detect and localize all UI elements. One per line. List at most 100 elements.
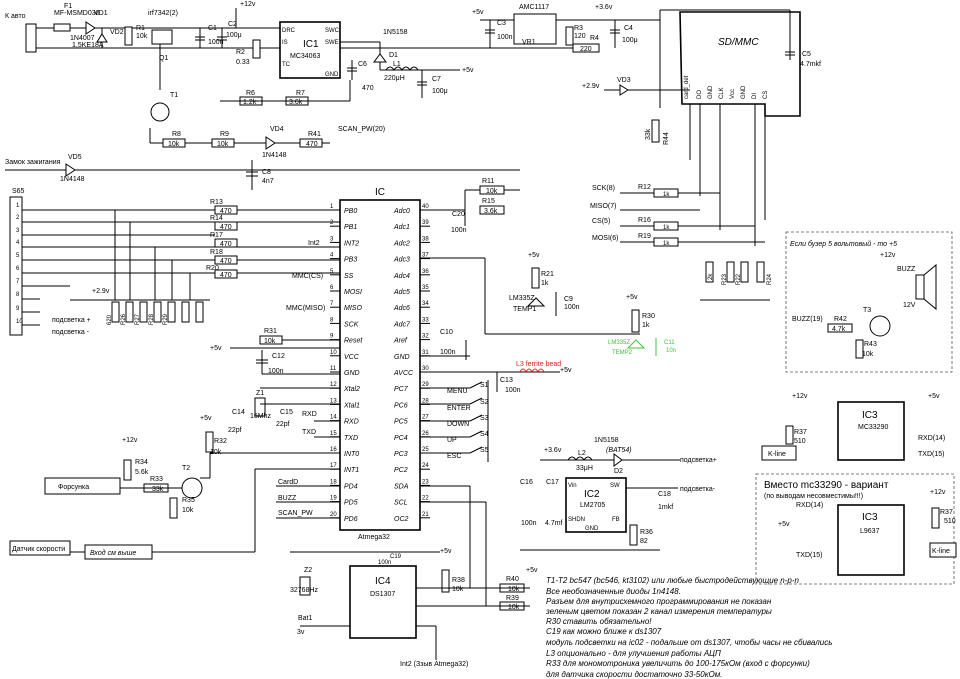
ic2-lm2705: [565, 477, 627, 533]
buttons-group: MENU ENTER DOWN UP ESC S1 S2 S3 S4 S5: [420, 380, 489, 462]
f1-value: MF-MSMD030: [54, 10, 100, 17]
inj-plus5: +5v: [200, 415, 212, 422]
c16-value: 100n: [521, 520, 537, 527]
c12-ref: C12: [272, 353, 285, 360]
adc-plus5: +5v: [528, 252, 540, 259]
s65-backlight-plus: подсветка +: [52, 317, 91, 324]
c16-ref: C16: [520, 479, 533, 486]
d2-ref: D2: [614, 468, 623, 475]
c20-value: 100n: [451, 227, 467, 234]
buzz-label: BUZZ: [278, 495, 297, 502]
mcu-pin-number-6: 6: [330, 285, 334, 291]
mcu-pin-number-1: 1: [330, 204, 334, 210]
s65-name: S65: [12, 188, 25, 195]
mcu-pin-number-21: 21: [422, 512, 429, 518]
s65-pin-5: 5: [16, 253, 20, 259]
s65-pin-3: 3: [16, 228, 20, 234]
r37-value: 510: [794, 438, 806, 445]
r27-ref: R27: [135, 313, 141, 325]
r19-value: 1k: [663, 241, 670, 247]
r44-ref: R44: [663, 132, 670, 145]
resistor-r22: [740, 261, 749, 283]
ldo-section: +5v C3 100n AMC1117 VR1 R3 120 R4 220 +3…: [472, 4, 660, 53]
s65-pin-1: 1: [16, 203, 20, 209]
r44-value: 33k: [645, 128, 652, 140]
r35-value: 10k: [182, 507, 194, 514]
mcu-pin-number-20: 20: [330, 512, 337, 518]
c6-value: 470: [362, 85, 374, 92]
transistor-t1: [150, 102, 170, 122]
l2-ref: L2: [578, 450, 586, 457]
z2-ref: Z2: [304, 567, 312, 574]
s65-connector: S65 1 2 3 4 5 6 7 8 9 10 +2.9v подсветка…: [9, 188, 340, 336]
mcu-pin-label-pb3: PB3: [344, 257, 357, 264]
ic2-name: LM2705: [580, 502, 605, 509]
r4-ref: R4: [590, 35, 599, 42]
btn-down-label: DOWN: [447, 421, 469, 428]
mcu-plus5: +5v: [210, 345, 222, 352]
r36-value: 82: [640, 538, 648, 545]
backlight-plus-out: подсветка+: [680, 457, 717, 464]
r31-ref: R31: [264, 328, 277, 335]
resistor-r14: [214, 221, 238, 231]
sd-pin-gnd2: GND: [741, 85, 747, 99]
d1-ref: D1: [389, 52, 398, 59]
input-label: К авто: [5, 13, 26, 20]
mcu-pin-number-36: 36: [422, 269, 429, 275]
buzzer-plus12: +12v: [880, 252, 896, 259]
c2-ref: C2: [228, 21, 237, 28]
s65-backlight-minus: подсветка -: [52, 329, 90, 336]
l1-value: 220μH: [384, 75, 405, 82]
buzzer-box: [785, 231, 953, 373]
mcu-pin-label-miso: MISO: [344, 305, 362, 312]
c7-ref: C7: [432, 76, 441, 83]
injector-section: +12v R34 5.6k T2 R33 33k R35 10k Форсунк…: [9, 415, 340, 560]
c5-value: 4.7mkf: [800, 61, 821, 68]
ic3-l9637: [837, 504, 905, 576]
c1-ref: C1: [208, 25, 217, 32]
note-2: Все необозначенные диоды 1n4148.: [546, 587, 681, 596]
sensor-temp2: [626, 339, 646, 349]
bat1-value: 3v: [297, 629, 305, 636]
mcu-pin-label-int0: INT0: [344, 451, 359, 458]
mcu-pin-label-scl: SCL: [394, 500, 408, 507]
mcu-pin-number-8: 8: [330, 317, 334, 323]
c9-value: 100n: [564, 304, 580, 311]
r43-ref: R43: [864, 341, 877, 348]
r16-ref: R16: [638, 217, 651, 224]
mcu-pin-number-28: 28: [422, 398, 429, 404]
ic3b-name: L9637: [860, 528, 880, 535]
r23-ref: R23: [722, 273, 728, 285]
c13-value: 100n: [505, 387, 521, 394]
sd-pins: card_det DO GND CLK Vcc GND DI CS: [684, 75, 769, 99]
mcu-pin-label-adc5: Adc5: [393, 289, 410, 296]
resistor-r20: [214, 269, 238, 279]
injector-label: Форсунка: [58, 484, 89, 491]
r33-ref: R33: [150, 476, 163, 483]
mcu-pin-number-9: 9: [330, 334, 334, 340]
mcu-pin-label-pc2: PC2: [394, 467, 408, 474]
kline-connector: [761, 445, 797, 461]
r3-value: 120: [574, 33, 586, 40]
c4-ref: C4: [624, 25, 633, 32]
notes-section: T1-T2 bc547 (bc546, kt3102) или любые бы…: [545, 576, 832, 679]
mcu-pin-label-adc6: Adc6: [393, 305, 410, 312]
c14-ref: C14: [232, 409, 245, 416]
r6-value: 1.2k: [243, 99, 257, 106]
vd2-value: 1,5KE18A: [72, 42, 104, 49]
c5-ref: C5: [802, 51, 811, 58]
ic1-pin-drc: DRC: [282, 28, 296, 34]
mcu-pin-number-19: 19: [330, 496, 337, 502]
c3-value: 100n: [497, 34, 513, 41]
resistor-r16: [653, 221, 679, 231]
r20-value: 470: [220, 272, 232, 279]
btn-menu-label: MENU: [447, 388, 468, 395]
alt-rxd: RXD(14): [796, 502, 823, 509]
q1-ref: Q1: [159, 55, 168, 62]
sd-miso: MISO(7): [590, 203, 616, 210]
c15-value: 22pf: [276, 421, 290, 428]
backlight-minus-out: подсветка-: [680, 486, 716, 493]
mcu-pin-label-pc7: PC7: [394, 386, 409, 393]
note-4: зеленым цветом показан 2 канал измерения…: [545, 607, 772, 616]
